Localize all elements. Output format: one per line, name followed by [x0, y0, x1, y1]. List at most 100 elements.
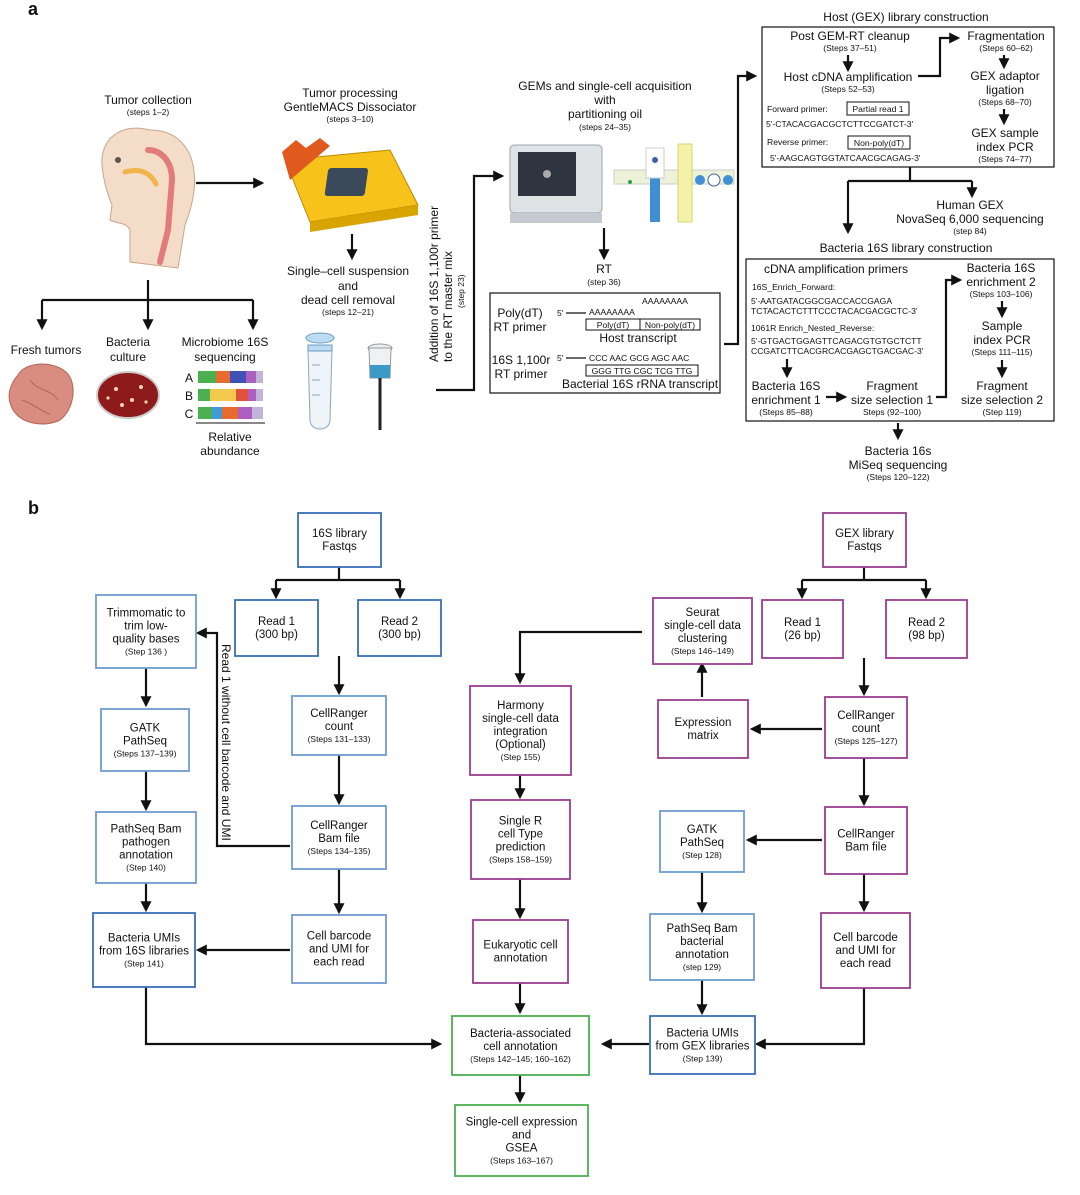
- flow-node-text: CellRanger: [310, 708, 368, 720]
- gems-steps: (steps 24–35): [579, 122, 631, 132]
- abundance-caption-line1: Relative: [208, 430, 252, 444]
- flow-node-box: [100, 708, 190, 772]
- polydt-five-prime: 5': [557, 308, 564, 318]
- flow-node-steps: (Step 128): [682, 850, 722, 860]
- flow-node-box: [291, 805, 387, 870]
- flow-node-box: [824, 696, 908, 759]
- flow-node-text: Single-cell expression: [466, 1117, 578, 1129]
- amplification-steps: (Steps 52–53): [821, 84, 875, 94]
- flow-node-text: cell annotation: [483, 1041, 557, 1053]
- flow-node-box: [761, 599, 844, 659]
- nonpolydt-box-label: Non-poly(dT): [645, 320, 695, 330]
- flow-node-text: Fastqs: [847, 541, 882, 553]
- tumor-processing-line2: GentleMACS Dissociator: [284, 100, 417, 114]
- flow-node-r2-16s: Read 2(300 bp): [357, 599, 442, 657]
- flow-node-steps: (Steps 158–159): [489, 855, 552, 865]
- flow-node-text: Read 1: [784, 617, 821, 629]
- head-illustration: [101, 127, 195, 269]
- fragmentation-title: Fragmentation: [967, 29, 1044, 43]
- frag-sel2-line2: size selection 2: [961, 393, 1043, 407]
- flow-node-text: Bacteria-associated: [470, 1028, 571, 1040]
- tumor-processing-steps: (steps 3–10): [326, 114, 373, 124]
- flow-node-text: count: [852, 723, 881, 735]
- polya-seq: AAAAAAAA: [589, 307, 635, 317]
- frag-sel2-steps: (Step 119): [982, 407, 1021, 417]
- flow-node-text: Read 2: [908, 617, 945, 629]
- flow-node-text: (26 bp): [784, 630, 821, 642]
- flow-node-box: [92, 912, 196, 988]
- enrich-fwd-seq2: TCTACACTCTTTCCCTACACGACGCTC-3': [751, 306, 918, 316]
- adaptor-line2: ligation: [986, 83, 1024, 97]
- flow-node-text: from GEX libraries: [656, 1041, 750, 1053]
- cdna-title: cDNA amplification primers: [764, 262, 908, 276]
- flow-node-box: [291, 914, 387, 984]
- petri-dish-illustration: [96, 371, 160, 419]
- flow-node-text: each read: [313, 957, 364, 969]
- flow-node-text: CellRanger: [310, 820, 368, 832]
- primer-box: [489, 292, 721, 394]
- human-gex-steps: (step 84): [953, 226, 987, 236]
- forward-primer-seq: 5'-CTACACGACGCTCTTCCGATCT-3': [766, 119, 914, 129]
- host-lib-box: [761, 26, 1055, 168]
- bacterial-transcript: Bacterial 16S rRNA transcript: [562, 377, 719, 391]
- flow-node-text: (Optional): [495, 739, 546, 751]
- enrich-rev-seq2: CCGATCTTCACGRCACGAGCTGACGAC-3': [751, 346, 924, 356]
- enrich-rev-label: 1061R Enrich_Nested_Reverse:: [751, 323, 874, 333]
- flow-node-box: [234, 599, 319, 657]
- flow-node-text: annotation: [494, 953, 548, 965]
- flow-node-text: (300 bp): [255, 629, 298, 641]
- enrich-fwd-seq1: 5'-AATGATACGGCGACCACCGAGA: [751, 296, 892, 306]
- tumor-processing-line1: Tumor processing: [302, 86, 398, 100]
- frag-sel1-line2: size selection 1: [851, 393, 933, 407]
- flow-node-text: count: [325, 721, 354, 733]
- flow-node-steps: (step 129): [683, 962, 721, 972]
- miseq-line1: Bacteria 16s: [865, 444, 932, 458]
- dissociator-illustration: [282, 138, 419, 232]
- bacteria-culture-line2: culture: [110, 350, 146, 364]
- polydt-box-label: Poly(dT): [597, 320, 630, 330]
- flow-node-text: CellRanger: [837, 710, 895, 722]
- sample-pcr-line1: Sample: [982, 319, 1023, 333]
- human-gex-line2: NovaSeq 6,000 sequencing: [896, 212, 1043, 226]
- flow-node-steps: (Step 139): [683, 1054, 723, 1064]
- amplification-title: Host cDNA amplification: [784, 70, 913, 84]
- chromium-controller-illustration: [509, 144, 603, 223]
- enrichment2-steps: (Steps 103–106): [970, 289, 1033, 299]
- flow-node-text: trim low-: [124, 621, 168, 633]
- flow-node-text: PathSeq: [680, 837, 724, 849]
- tumor-tissue-illustration: [8, 363, 74, 425]
- s16-seq-top: CCC AAC GCG AGC AAC: [589, 353, 689, 363]
- tumor-collection-title: Tumor collection: [104, 93, 192, 107]
- flow-node-text: (98 bp): [908, 630, 945, 642]
- forward-primer-box-label: Partial read 1: [852, 104, 903, 114]
- flow-node-text: PathSeq Bam: [667, 923, 738, 935]
- flow-node-r2-gex: Read 2(98 bp): [885, 599, 968, 659]
- flow-node-text: GSEA: [506, 1143, 538, 1155]
- tube-illustration: [305, 332, 335, 430]
- index-pcr-line2: index PCR: [976, 140, 1034, 154]
- cleanup-steps: (Steps 37–51): [823, 43, 877, 53]
- flow-node-steps: (Step 155): [501, 752, 541, 762]
- flow-node-text: pathogen: [122, 837, 170, 849]
- panel-b-connectors: [140, 567, 932, 1104]
- addition-line2: to the RT master mix: [441, 251, 455, 362]
- flow-node-text: single-cell data: [664, 620, 741, 632]
- flow-node-text: from 16S libraries: [99, 946, 189, 958]
- fragmentation-steps: (Steps 60–62): [979, 43, 1033, 53]
- flow-node-text: quality bases: [112, 634, 179, 646]
- sample-pcr-line2: index PCR: [973, 333, 1031, 347]
- flow-node-box: [824, 806, 908, 875]
- flow-node-text: cell Type: [498, 829, 543, 841]
- enrichment1-line1: Bacteria 16S: [752, 379, 821, 393]
- flow-node-steps: (Step 141): [124, 959, 164, 969]
- enrichment1-steps: (Steps 85–88): [759, 407, 813, 417]
- gems-line1: GEMs and single-cell acquisition: [518, 79, 691, 93]
